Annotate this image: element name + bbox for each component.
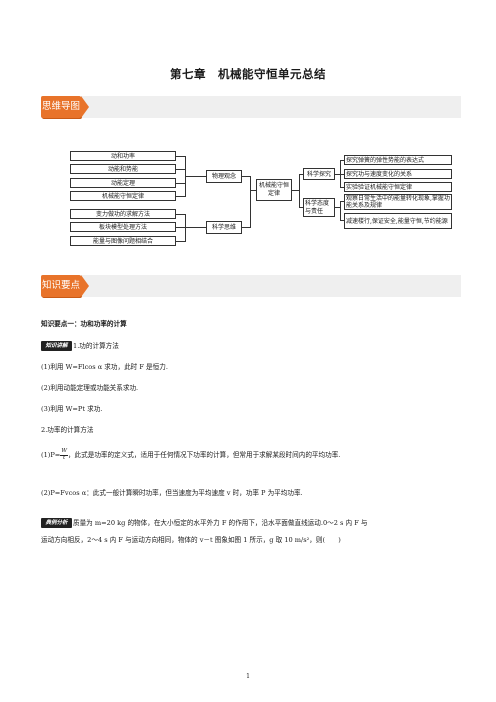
kp1-heading: 知识要点一：功和功率的计算 bbox=[41, 320, 127, 328]
fraction-numerator: W bbox=[60, 448, 68, 456]
tag-knowledge: 知识讲解 bbox=[41, 341, 72, 351]
text-line: (2)利用动能定理或功能关系求功. bbox=[41, 384, 139, 392]
text-line: (2)P=Fvcos α：此式一般计算瞬时功率，但当速度为平均速度 v 时，功率… bbox=[41, 489, 303, 497]
section-band bbox=[41, 275, 461, 297]
text-line: (1)利用 W=Flcos α 求功，此时 F 是恒力. bbox=[41, 363, 168, 371]
page-number: 1 bbox=[246, 673, 250, 680]
section-banner-keypoints: 知识要点 bbox=[41, 275, 89, 297]
formula-prefix: (1)P= bbox=[41, 451, 61, 459]
mindmap-item: 动和功率 bbox=[70, 151, 176, 161]
mindmap-item: 机械能守恒定律 bbox=[70, 191, 176, 201]
mindmap-item: 动能定理 bbox=[70, 178, 176, 188]
formula-suffix: ，此式是功率的定义式，适用于任何情况下功率的计算，但常用于求解某段时间内的平均功… bbox=[67, 451, 341, 459]
mindmap-item: 动能和势能 bbox=[70, 164, 176, 174]
text-line: 2.功率的计算方法 bbox=[41, 426, 94, 434]
node-attitude-responsibility: 科学态度与责任 bbox=[303, 198, 335, 217]
page-title: 第七章 机械能守恒单元总结 bbox=[170, 67, 326, 81]
node-center-conservation: 机械能守恒定律 bbox=[256, 179, 292, 201]
section-banner-mindmap: 思维导图 bbox=[41, 96, 89, 118]
text-line: (3)利用 W=Pt 求功. bbox=[41, 405, 103, 413]
mindmap-item: 板块模型处理方法 bbox=[70, 222, 176, 232]
explore-item: 探究功与速度变化的关系 bbox=[344, 169, 452, 179]
node-scientific-inquiry: 科学探究 bbox=[303, 168, 335, 180]
text-line: 1.功的计算方法 bbox=[73, 342, 119, 350]
fraction-denominator: t bbox=[63, 454, 66, 461]
text-line: 质量为 m=20 kg 的物体，在大小恒定的水平外力 F 的作用下，沿水平面做直… bbox=[73, 519, 368, 527]
text-line: 运动方向相反，2～4 s 内 F 与运动方向相同，物体的 v－t 图象如图 1 … bbox=[41, 536, 341, 544]
explore-item: 实验验证机械能守恒定律 bbox=[344, 182, 452, 192]
attitude-item: 减速楼行,保证安全,能量守恒,节约能源 bbox=[344, 213, 452, 229]
attitude-item: 观察日常生活中的能量转化现象,掌握功能关系及规律 bbox=[344, 194, 452, 210]
mindmap-item: 变力做功的求解方法 bbox=[70, 209, 176, 219]
explore-item: 探究弹簧的弹性势能的表达式 bbox=[344, 155, 452, 165]
mindmap-item: 能量与图像问题相结合 bbox=[70, 236, 176, 246]
node-physics-concept: 物理观念 bbox=[206, 170, 242, 183]
tag-example: 典例分析 bbox=[41, 518, 72, 528]
node-scientific-thinking: 科学思维 bbox=[206, 221, 242, 234]
section-band bbox=[41, 96, 461, 118]
